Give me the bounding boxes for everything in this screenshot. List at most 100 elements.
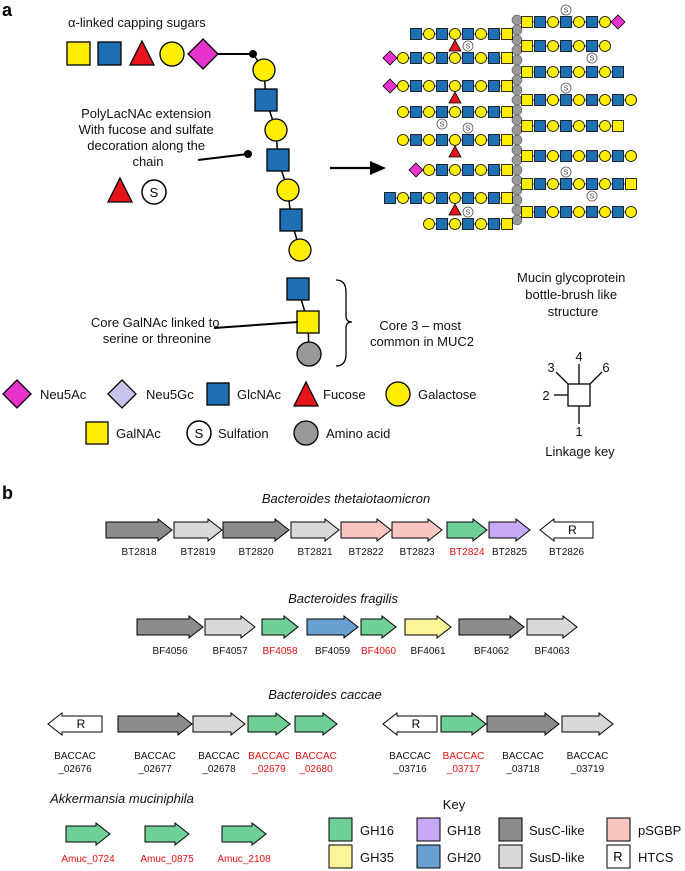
mucin-sugar-icon bbox=[436, 106, 448, 118]
mucin-sugar-icon bbox=[462, 192, 474, 204]
backbone-bead bbox=[511, 174, 523, 186]
mucin-sugar-icon bbox=[410, 106, 422, 118]
mucin-sugar-icon bbox=[586, 150, 598, 162]
neu5ac-diamond-icon bbox=[2, 379, 32, 409]
mucin-sugar-icon bbox=[560, 66, 572, 78]
glcnac-square-icon bbox=[254, 88, 278, 112]
mucin-sugar-icon bbox=[573, 16, 585, 28]
mucin-sugar-icon bbox=[462, 28, 474, 40]
gene-key-title: Key bbox=[443, 797, 466, 812]
mucin-sugar-icon bbox=[586, 178, 598, 190]
svg-text:S: S bbox=[466, 44, 471, 51]
mucin-sugar-icon bbox=[475, 52, 487, 64]
mucin-sugar-icon bbox=[423, 80, 435, 92]
mucin-sugar-icon bbox=[449, 164, 461, 176]
core3-bracket bbox=[335, 279, 353, 367]
mucin-sugar-icon bbox=[488, 192, 500, 204]
mucin-sugar-icon bbox=[625, 178, 637, 190]
gene-label: BACCAC bbox=[295, 751, 337, 762]
mucin-sugar-icon bbox=[397, 106, 409, 118]
gene-label: _03716 bbox=[392, 764, 427, 775]
mucin-sugar-icon bbox=[547, 40, 559, 52]
gene-arrow bbox=[539, 517, 594, 543]
backbone-bead bbox=[511, 104, 523, 116]
backbone-bead bbox=[511, 144, 523, 156]
mucin-sugar-icon bbox=[448, 203, 462, 216]
mucin-sugar-icon bbox=[586, 94, 598, 106]
mucin-sugar-icon bbox=[501, 28, 513, 40]
polylac-pointer-dot bbox=[244, 150, 252, 158]
mucin-sugar-icon bbox=[560, 166, 572, 178]
gene-label: _02678 bbox=[201, 764, 236, 775]
neu5gc-diamond-icon bbox=[107, 379, 137, 409]
svg-text:S: S bbox=[440, 122, 445, 129]
mucin-sugar-icon bbox=[382, 78, 398, 94]
mucin-sugar-icon bbox=[625, 94, 637, 106]
gene-label: BT2818 bbox=[121, 547, 156, 558]
mucin-sugar-icon bbox=[534, 178, 546, 190]
mucin-sugar-icon bbox=[586, 190, 598, 202]
psgbp-swatch bbox=[606, 817, 631, 842]
mucin-sugar-icon bbox=[560, 82, 572, 94]
mucin-sugar-icon bbox=[560, 40, 572, 52]
mucin-sugar-icon bbox=[586, 120, 598, 132]
gene-arrow bbox=[221, 821, 267, 847]
mucin-sugar-icon bbox=[488, 164, 500, 176]
mucin-sugar-icon bbox=[586, 16, 598, 28]
backbone-bead bbox=[511, 24, 523, 36]
gene-label: _03719 bbox=[570, 764, 605, 775]
mucin-sugar-icon bbox=[612, 94, 624, 106]
sulfation-icon bbox=[141, 179, 167, 205]
mucin-sugar-icon bbox=[573, 94, 585, 106]
mucin-sugar-icon bbox=[599, 40, 611, 52]
core3-label: Core 3 – most common in MUC2 bbox=[370, 318, 474, 349]
mucin-sugar-icon bbox=[410, 28, 422, 40]
gene-arrow bbox=[47, 711, 103, 737]
svg-text:S: S bbox=[590, 56, 595, 63]
susd-swatch bbox=[498, 844, 523, 869]
mucin-sugar-icon bbox=[501, 106, 513, 118]
gene-label: BF4062 bbox=[474, 646, 509, 657]
mucin-sugar-icon bbox=[449, 134, 461, 146]
galactose-circle-icon bbox=[252, 58, 276, 82]
backbone-bead bbox=[511, 184, 523, 196]
mucin-sugar-icon bbox=[501, 192, 513, 204]
mucin-sugar-icon bbox=[462, 206, 474, 218]
legend-galnac-label: GalNAc bbox=[116, 426, 161, 441]
gene-arrow bbox=[382, 711, 438, 737]
mucin-sugar-icon bbox=[560, 94, 572, 106]
linkage-3-label: 3 bbox=[547, 360, 554, 375]
mucin-sugar-icon bbox=[534, 94, 546, 106]
gene-arrow bbox=[391, 517, 443, 543]
mucin-sugar-icon bbox=[573, 150, 585, 162]
mucin-sugar-icon bbox=[382, 50, 398, 66]
linkage-4-label: 4 bbox=[575, 349, 582, 364]
mucin-sugar-icon bbox=[599, 150, 611, 162]
mucin-label: Mucin glycoprotein bottle-brush like str… bbox=[517, 270, 629, 319]
backbone-bead bbox=[511, 164, 523, 176]
galnac-square-icon bbox=[66, 41, 91, 66]
gene-arrow bbox=[458, 614, 525, 640]
linkage-key-title: Linkage key bbox=[545, 444, 615, 459]
legend-sulfation-label: Sulfation bbox=[218, 426, 269, 441]
gene-label: BT2822 bbox=[348, 547, 383, 558]
mucin-sugar-icon bbox=[547, 120, 559, 132]
mucin-sugar-icon bbox=[397, 192, 409, 204]
susc-swatch bbox=[498, 817, 523, 842]
backbone-bead bbox=[511, 84, 523, 96]
mucin-sugar-icon bbox=[462, 40, 474, 52]
key-gh16-label: GH16 bbox=[360, 823, 394, 838]
mucin-sugar-icon bbox=[423, 218, 435, 230]
key-gh35-label: GH35 bbox=[360, 850, 394, 865]
gene-arrow bbox=[360, 614, 397, 640]
mucin-sugar-icon bbox=[462, 218, 474, 230]
mucin-sugar-icon bbox=[573, 120, 585, 132]
gene-label: BACCAC bbox=[502, 751, 544, 762]
gene-label: BACCAC bbox=[54, 751, 96, 762]
gene-label: BACCAC bbox=[567, 751, 609, 762]
backbone-bead bbox=[511, 214, 523, 226]
gene-arrow bbox=[144, 821, 190, 847]
gh16-swatch bbox=[328, 817, 353, 842]
svg-text:S: S bbox=[564, 86, 569, 93]
